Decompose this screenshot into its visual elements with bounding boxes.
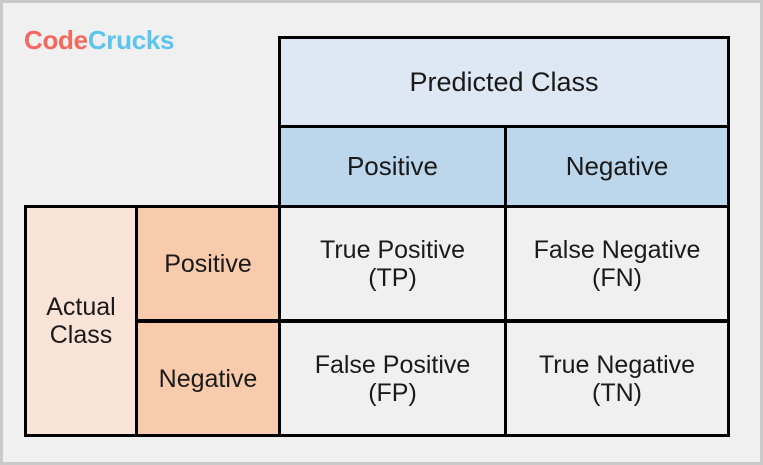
- actual-row-positive-label: Positive: [164, 249, 252, 278]
- cell-false-positive: False Positive (FP): [278, 320, 507, 437]
- actual-class-header-line1: Actual: [46, 293, 116, 321]
- predicted-column-positive-label: Positive: [346, 150, 439, 181]
- cell-true-positive: True Positive (TP): [278, 205, 507, 322]
- cell-false-negative-abbr: (FN): [592, 263, 642, 292]
- actual-row-negative-label: Negative: [158, 364, 258, 393]
- predicted-class-header: Predicted Class: [278, 36, 730, 128]
- predicted-column-negative: Negative: [504, 125, 730, 208]
- predicted-column-positive: Positive: [278, 125, 507, 208]
- cell-true-negative: True Negative (TN): [504, 320, 730, 437]
- cell-true-negative-name: True Negative: [538, 350, 696, 379]
- logo-text-secondary: Crucks: [87, 25, 175, 55]
- cell-false-positive-abbr: (FP): [368, 378, 417, 407]
- logo-text-primary: Code: [24, 25, 88, 55]
- cell-true-negative-abbr: (TN): [592, 378, 642, 407]
- cell-false-negative-name: False Negative: [533, 235, 701, 264]
- codecrucks-logo: CodeCrucks: [24, 25, 174, 56]
- actual-class-header: Actual Class: [24, 205, 138, 437]
- actual-row-positive: Positive: [135, 205, 281, 322]
- cell-true-positive-abbr: (TP): [368, 263, 417, 292]
- diagram-canvas: CodeCrucks Predicted Class Positive Nega…: [3, 3, 760, 462]
- cell-false-negative: False Negative (FN): [504, 205, 730, 322]
- actual-row-negative: Negative: [135, 320, 281, 437]
- predicted-column-negative-label: Negative: [565, 150, 669, 181]
- actual-class-header-line2: Class: [49, 321, 113, 349]
- cell-false-positive-name: False Positive: [314, 350, 471, 379]
- predicted-class-header-label: Predicted Class: [409, 66, 599, 97]
- cell-true-positive-name: True Positive: [320, 235, 465, 264]
